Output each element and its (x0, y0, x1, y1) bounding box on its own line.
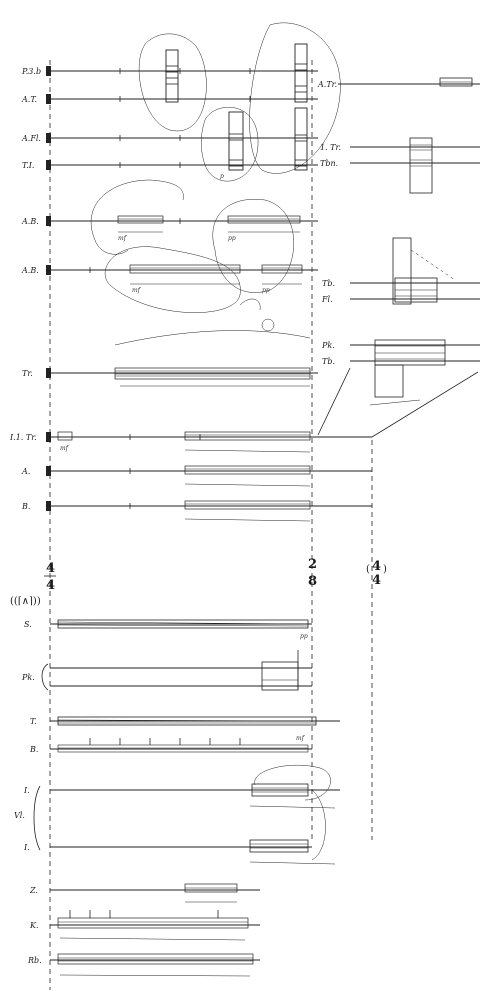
piano-brace-icon (41, 663, 49, 691)
staff-label: Pk. (21, 673, 35, 682)
tempo-marking: ((⌈∧⌉)) (10, 596, 41, 607)
staff-label: A.Tr. (317, 80, 337, 89)
rest-marks (89, 68, 251, 509)
upper-system: P.3.b A.T. A.Fl. T.I. A.B. A.B. Tr. I.1.… (9, 22, 372, 522)
staff-label: K. (29, 921, 39, 930)
staff-label: S. (24, 620, 32, 629)
clef-marks (46, 66, 51, 511)
staff-label: Rb. (27, 956, 42, 965)
hairpins (118, 231, 311, 522)
staff-label: A. (21, 467, 30, 476)
staff-label: I.1. Tr. (9, 433, 37, 442)
dashed-barlines (49, 60, 373, 990)
staff-label: 1. Tr. (320, 143, 341, 152)
right-system: A.Tr. 1. Tr. Tbn. Tb. Fl. Pk. Tb. (317, 77, 480, 438)
cluster-group-1 (165, 43, 308, 103)
staff-label: Fl. (321, 295, 333, 304)
staff-label: A.B. (21, 217, 39, 226)
staff-label: A.B. (21, 266, 39, 275)
dynamic-mark: mf (296, 735, 306, 742)
staff-label: Tb. (322, 279, 335, 288)
svg-text:): ) (383, 564, 387, 575)
dynamic-mark: mf (60, 445, 70, 452)
staff-label: Tbn. (320, 159, 338, 168)
staff-label: P.3.b (21, 67, 41, 76)
sustained-bands (57, 215, 311, 510)
dynamic-mark: pp (262, 287, 270, 294)
svg-text:(: ( (366, 564, 370, 575)
staff-label: T.I. (22, 161, 34, 170)
dynamic-mark: pp (228, 235, 236, 242)
svg-text:4: 4 (372, 573, 381, 588)
dynamic-mark: mf (132, 287, 142, 294)
staff-label: Pk. (321, 341, 335, 350)
cluster-group-2 (228, 107, 308, 171)
dynamic-mark: p (220, 173, 224, 180)
staff-label: B. (21, 502, 30, 511)
svg-text:2: 2 (308, 557, 317, 572)
staff-label: I. (23, 843, 30, 852)
dynamic-mark: pp (300, 633, 308, 640)
time-signature-middle: 2 8 (308, 557, 317, 589)
lasso-curves (90, 22, 341, 346)
staff-label: B. (29, 745, 38, 754)
svg-text:4: 4 (372, 559, 381, 574)
dynamic-mark: mf (118, 235, 128, 242)
staff-label: I. (23, 786, 30, 795)
staff-label: A.Fl. (21, 134, 41, 143)
group-label: Vl. (14, 811, 25, 820)
staff-label: T. (30, 717, 37, 726)
lower-system: S. Pk. T. B. I. I. Z. K. Rb. Vl. (14, 619, 340, 977)
staff-label: A.T. (21, 95, 37, 104)
staff-label: Tr. (22, 369, 33, 378)
time-signature-right: ( 4 4 ) (366, 559, 387, 588)
violin-brace-icon (33, 785, 41, 851)
staff-label: Tb. (322, 357, 335, 366)
svg-text:8: 8 (308, 574, 317, 589)
svg-text:4: 4 (46, 578, 55, 593)
svg-text:4: 4 (46, 561, 55, 576)
time-signature-left: 4 4 (44, 561, 56, 593)
staff-label: Z. (29, 886, 38, 895)
